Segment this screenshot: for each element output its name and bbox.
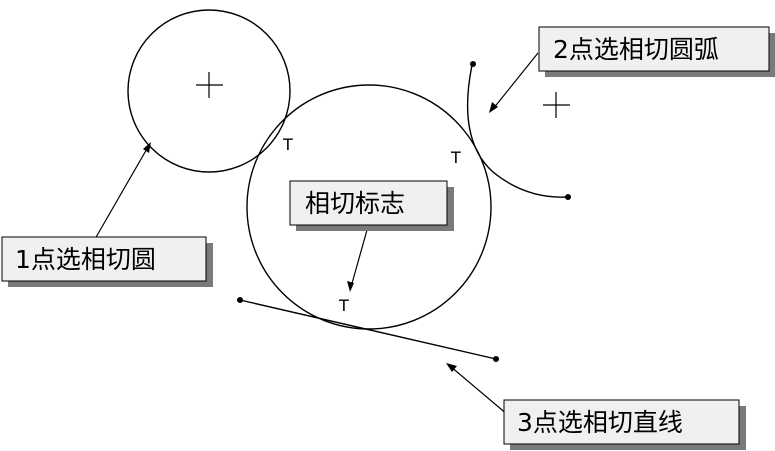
- line-end-point: [493, 356, 499, 362]
- label-tangent-line: 3点选相切直线: [503, 399, 746, 450]
- label-text-arc: 2点选相切圆弧: [553, 35, 719, 64]
- label-box: [538, 26, 770, 72]
- leader-arrow-circle: [94, 146, 149, 240]
- label-box: [1, 236, 207, 282]
- circle-top-left: [127, 9, 291, 173]
- arc-end-point: [565, 194, 571, 200]
- label-tangent-circle: 1点选相切圆: [1, 236, 213, 287]
- arrowhead-mark: [347, 281, 354, 292]
- tangent-mark-3: T: [338, 296, 349, 315]
- label-text-line: 3点选相切直线: [517, 408, 683, 437]
- leader-arrow-arc: [492, 52, 539, 110]
- label-text-mark: 相切标志: [305, 189, 405, 218]
- label-box: [289, 180, 448, 226]
- label-tangent-mark: 相切标志: [289, 180, 454, 231]
- arrowhead-arc: [489, 102, 498, 113]
- circle-large: [246, 84, 492, 330]
- leader-arrow-mark: [350, 229, 368, 288]
- label-tangent-arc: 2点选相切圆弧: [538, 26, 775, 77]
- arc-start-point: [470, 61, 476, 67]
- label-box: [503, 399, 740, 445]
- line-start-point: [237, 297, 243, 303]
- leader-arrow-line: [449, 365, 509, 416]
- arrowhead-line: [446, 363, 457, 372]
- tangent-line: [239, 299, 497, 360]
- arrowhead-circle: [143, 142, 151, 153]
- tangent-mark-2: T: [450, 148, 461, 167]
- tangent-mark-1: T: [282, 135, 293, 154]
- label-text-circle: 1点选相切圆: [15, 245, 156, 274]
- tangent-arc: [466, 64, 569, 198]
